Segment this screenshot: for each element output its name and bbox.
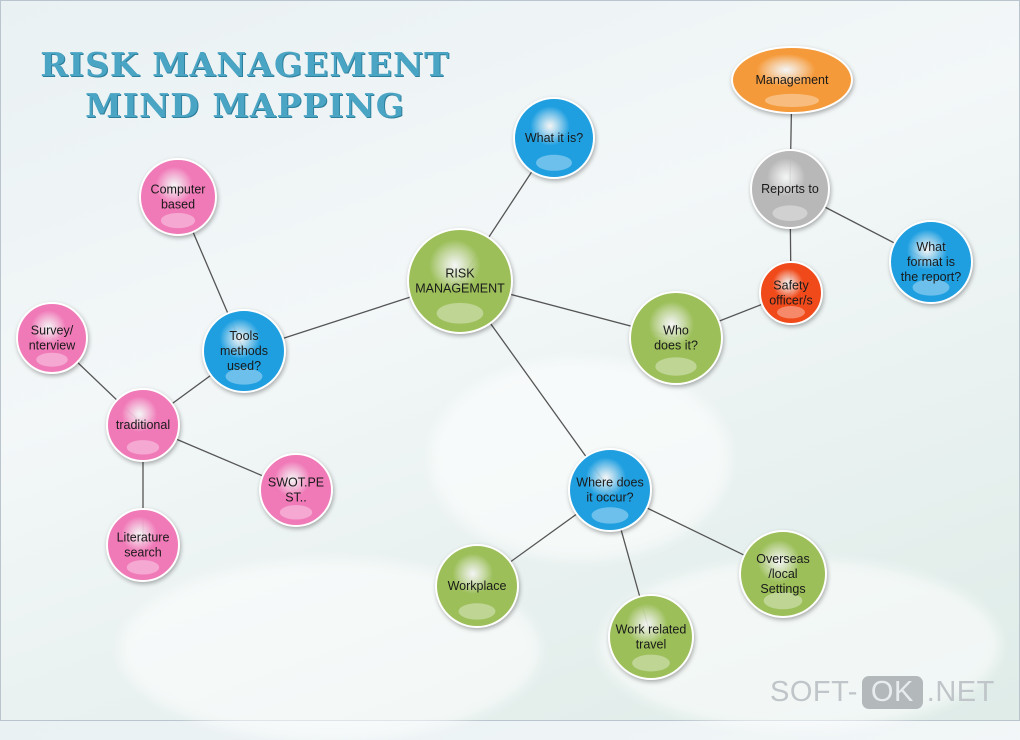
node-bubble xyxy=(513,97,595,179)
node-label: Literature xyxy=(117,531,170,545)
node-workplace[interactable]: Workplace xyxy=(435,544,519,628)
node-bubble xyxy=(106,508,180,582)
watermark-net: .NET xyxy=(926,676,995,708)
node-label: nterview xyxy=(29,339,77,353)
node-label: Safety xyxy=(773,279,809,293)
watermark-soft: SOFT- xyxy=(770,676,858,708)
node-highlight xyxy=(772,205,808,221)
node-label: traditional xyxy=(116,418,170,432)
node-highlight xyxy=(536,154,572,171)
node-label: MANAGEMENT xyxy=(415,282,505,296)
node-label: it occur? xyxy=(586,491,633,505)
node-highlight xyxy=(160,212,196,229)
node-label: SWOT.PE xyxy=(268,476,324,490)
node-label: Settings xyxy=(760,582,805,596)
node-label: What it is? xyxy=(525,131,583,145)
node-label: /local xyxy=(768,567,797,581)
node-label: the report? xyxy=(901,270,962,284)
node-highlight xyxy=(655,357,697,376)
node-survey[interactable]: Survey/nterview xyxy=(16,302,88,374)
node-bubble xyxy=(608,594,694,680)
node-label: does it? xyxy=(654,339,698,353)
node-bubble xyxy=(16,302,88,374)
node-label: Workplace xyxy=(448,579,507,593)
node-bubble xyxy=(139,158,217,236)
node-label: search xyxy=(124,546,162,560)
node-label: Management xyxy=(756,73,829,87)
node-bubble xyxy=(629,291,723,385)
node-highlight xyxy=(591,507,629,524)
node-bubble xyxy=(750,149,830,229)
node-highlight xyxy=(126,440,160,455)
node-bubble xyxy=(407,228,513,334)
background-cloud xyxy=(430,360,730,560)
title-line-1: RISK MANAGEMENT xyxy=(40,45,450,84)
node-label: Who xyxy=(663,324,689,338)
node-label: Survey/ xyxy=(31,324,74,338)
node-what[interactable]: What it is? xyxy=(513,97,595,179)
node-bubble xyxy=(759,261,823,325)
node-label: What xyxy=(916,240,946,254)
node-highlight xyxy=(126,560,160,575)
node-highlight xyxy=(763,592,803,610)
node-label: based xyxy=(161,198,195,212)
node-label: Overseas xyxy=(756,552,810,566)
node-highlight xyxy=(436,302,484,324)
node-highlight xyxy=(279,505,313,520)
watermark-ok: OK xyxy=(861,676,923,709)
node-label: RISK xyxy=(445,267,475,281)
node-bubble xyxy=(568,448,652,532)
node-bubble xyxy=(731,46,853,114)
node-highlight xyxy=(765,93,819,108)
node-highlight xyxy=(912,279,950,296)
node-bubble xyxy=(889,220,973,304)
node-label: travel xyxy=(636,638,667,652)
node-bubble xyxy=(106,388,180,462)
node-management[interactable]: Management xyxy=(731,46,853,114)
node-bubble xyxy=(435,544,519,628)
node-bubble xyxy=(259,453,333,527)
node-highlight xyxy=(36,352,68,367)
node-reports[interactable]: Reports to xyxy=(750,149,830,229)
node-highlight xyxy=(225,368,263,385)
node-label: used? xyxy=(227,359,261,373)
node-bubble xyxy=(202,309,286,393)
node-traditional[interactable]: traditional xyxy=(106,388,180,462)
node-label: Reports to xyxy=(761,182,819,196)
node-label: Work related xyxy=(616,623,687,637)
node-label: officer/s xyxy=(769,294,813,308)
node-highlight xyxy=(777,306,805,319)
node-label: Computer xyxy=(151,183,206,197)
node-label: methods xyxy=(220,344,268,358)
node-bubble xyxy=(739,530,827,618)
watermark: SOFT-OK.NET xyxy=(770,676,995,709)
title-line-2: MIND MAPPING xyxy=(85,86,405,125)
node-label: Tools xyxy=(229,329,258,343)
node-label: ST.. xyxy=(285,491,307,505)
node-label: format is xyxy=(907,255,955,269)
node-highlight xyxy=(632,654,670,672)
node-highlight xyxy=(458,603,496,620)
node-label: Where does xyxy=(576,476,643,490)
